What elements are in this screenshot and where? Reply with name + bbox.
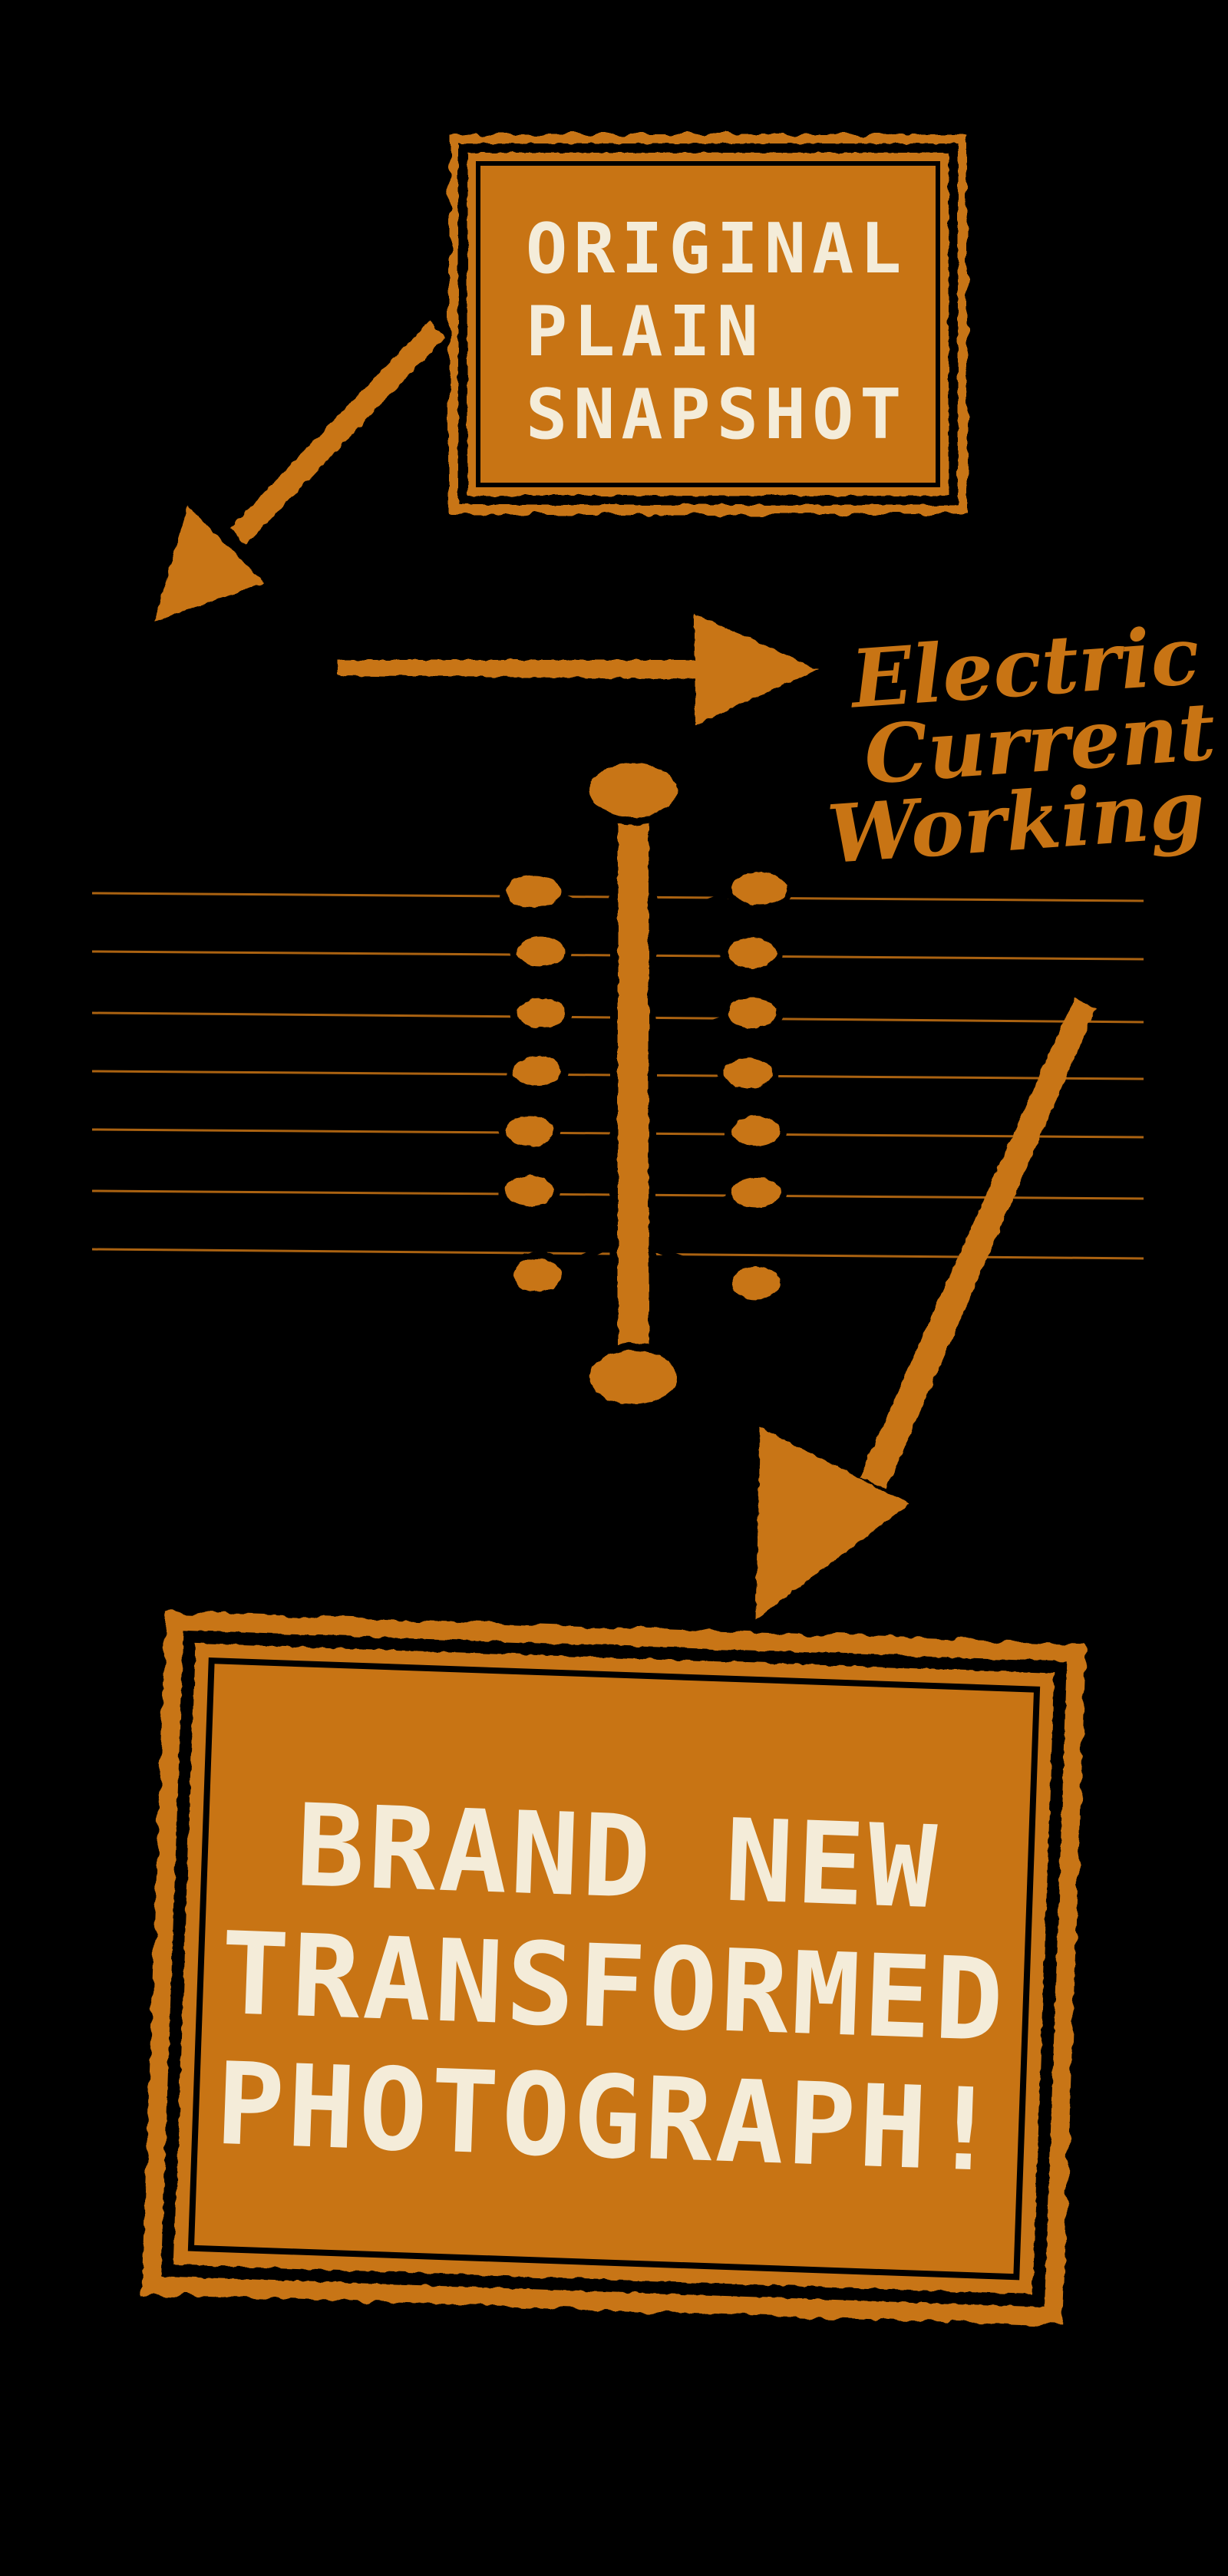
electrode-bar-bottom-cap bbox=[582, 1343, 685, 1412]
electrode-node bbox=[506, 1049, 569, 1093]
electrode-bar bbox=[582, 756, 685, 1412]
electrode-nodes-left bbox=[498, 868, 573, 1299]
original-box-line-1: ORIGINAL bbox=[526, 209, 907, 289]
process-label: Electric Current Working bbox=[824, 608, 1218, 882]
electrode-arm bbox=[650, 1133, 731, 1173]
arrow-in-shaft bbox=[230, 321, 445, 545]
electrode-arm bbox=[563, 1075, 617, 1113]
electrode-arm bbox=[566, 955, 617, 993]
original-box-border bbox=[458, 143, 958, 505]
electrode-bar-top-cap bbox=[582, 756, 685, 825]
electrode-node bbox=[725, 1170, 787, 1215]
arrow-down-icon bbox=[756, 998, 1096, 1619]
electrode-arm bbox=[650, 1195, 731, 1232]
electrode-arm bbox=[650, 955, 726, 993]
original-snapshot-box: ORIGINAL PLAIN SNAPSHOT bbox=[449, 134, 967, 514]
electrode-node bbox=[506, 1252, 569, 1299]
final-box-border bbox=[160, 1630, 1068, 2307]
electrode-bar-body bbox=[610, 779, 656, 1370]
final-photograph-box: BRAND NEW TRANSFORMED PHOTOGRAPH! bbox=[141, 1611, 1087, 2327]
arrow-across-head bbox=[695, 614, 817, 725]
final-box-inner bbox=[187, 1657, 1041, 2281]
arrow-right-icon bbox=[338, 614, 817, 725]
final-box-line-2: TRANSFORMED bbox=[218, 1908, 1008, 2067]
original-box-line-3: SNAPSHOT bbox=[526, 374, 907, 455]
electrode-node bbox=[721, 991, 784, 1035]
electrode-node bbox=[510, 991, 573, 1035]
electrode-arm bbox=[566, 1017, 617, 1054]
electrode-node bbox=[717, 1051, 780, 1095]
arrow-out-head bbox=[756, 1427, 909, 1619]
electrode-node bbox=[498, 1169, 561, 1213]
electrode-arm bbox=[650, 1015, 726, 1054]
electrode-node bbox=[510, 929, 573, 974]
electrode-arm bbox=[650, 1243, 731, 1278]
arrow-out-shaft bbox=[860, 998, 1096, 1489]
electrode-node bbox=[498, 1109, 561, 1153]
original-box-inner bbox=[476, 161, 940, 487]
electrode-arm bbox=[650, 1075, 723, 1113]
electrode-node bbox=[725, 1109, 787, 1153]
original-box-line-2: PLAIN bbox=[526, 292, 764, 372]
electrode-node bbox=[721, 931, 784, 975]
electrode-nodes-right bbox=[717, 865, 794, 1307]
arrow-in-head bbox=[154, 506, 265, 622]
final-box-line-3: PHOTOGRAPH! bbox=[213, 2038, 1004, 2198]
electrode-arm bbox=[555, 1135, 617, 1173]
electrode-arm bbox=[650, 891, 731, 932]
electrode-arm bbox=[555, 1195, 617, 1232]
electrode-comb-icon bbox=[91, 756, 1144, 1412]
arrow-down-left-icon bbox=[154, 321, 445, 622]
electrode-node bbox=[499, 868, 568, 915]
final-box-line-1: BRAND NEW bbox=[294, 1779, 941, 1934]
electrode-arms bbox=[555, 891, 731, 1278]
arrow-across-shaft bbox=[338, 660, 706, 679]
electrode-node bbox=[725, 1259, 787, 1307]
electrode-node bbox=[725, 865, 794, 912]
electrode-arm bbox=[563, 894, 617, 932]
electrode-arm bbox=[563, 1239, 616, 1270]
